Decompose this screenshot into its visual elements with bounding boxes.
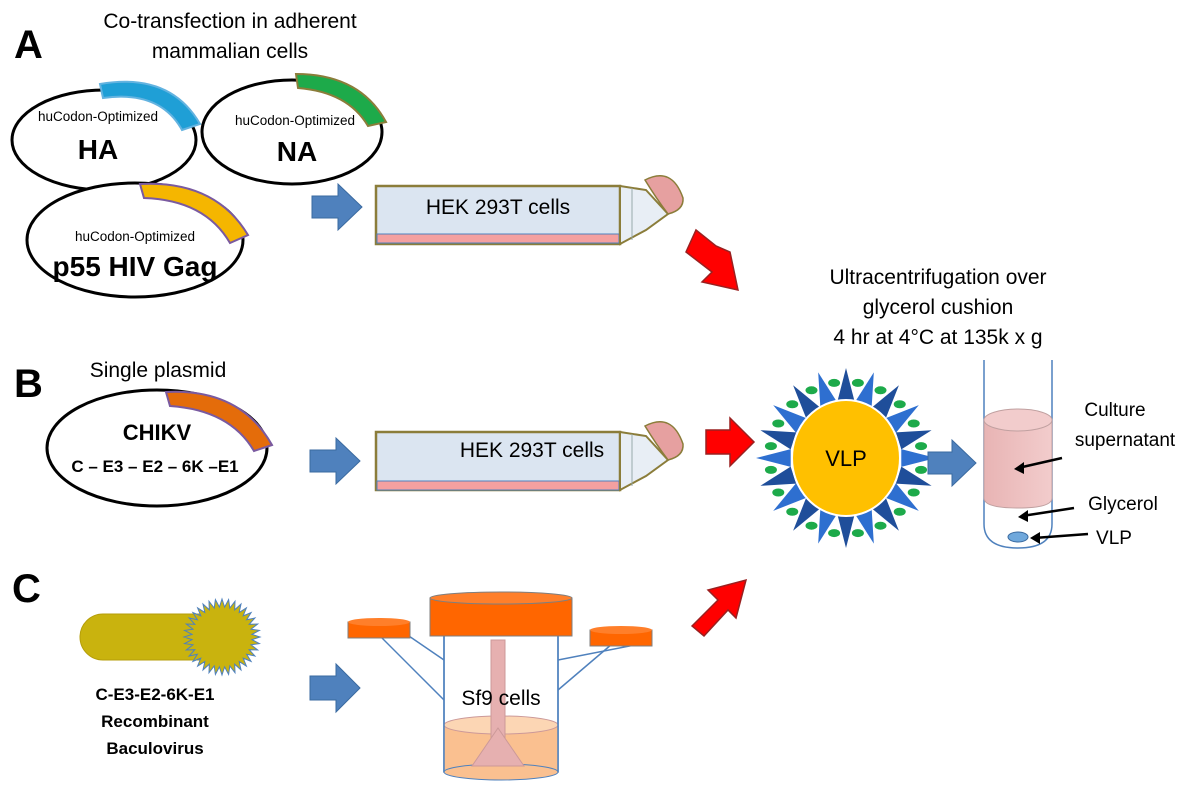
baculovirus-label-1: C-E3-E2-6K-E1	[95, 685, 214, 704]
vlp-knob	[851, 529, 864, 538]
vlp-spike	[760, 466, 797, 486]
red-arrow-b	[705, 416, 756, 468]
plasmid-chikv-gene-arc	[164, 390, 274, 453]
flask-b-label: HEK 293T cells	[460, 439, 604, 462]
vlp-spikes	[756, 368, 936, 548]
vlp-spike	[773, 405, 807, 433]
centrifuge-tube	[983, 360, 1053, 549]
plasmid-chikv: CHIKV C – E3 – E2 – 6K –E1	[45, 388, 274, 508]
vlp-knob	[805, 521, 818, 530]
arrow-vlp-to-tube	[927, 438, 977, 488]
panel-a-caption-line2: mammalian cells	[152, 40, 308, 63]
flask-b: HEK 293T cells	[374, 421, 684, 492]
vlp-knob	[874, 386, 887, 395]
tube-vlp-label: VLP	[1096, 528, 1132, 549]
vlp-knob	[772, 419, 785, 428]
vlp-knob	[764, 442, 777, 451]
plasmid-chikv-title: CHIKV	[123, 420, 192, 445]
vlp-knob	[915, 442, 928, 451]
ultracentrifugation-line3: 4 hr at 4°C at 135k x g	[833, 326, 1042, 349]
baculovirus-label-3: Baculovirus	[106, 739, 203, 758]
vlp-knob	[805, 386, 818, 395]
plasmid-ha-gene-arc	[98, 80, 202, 132]
panel-a-letter: A	[14, 23, 43, 67]
flask-a-label: HEK 293T cells	[426, 196, 570, 219]
flask-a: HEK 293T cells	[374, 175, 684, 246]
spinner-label: Sf9 cells	[461, 687, 540, 710]
vlp-knob	[907, 488, 920, 497]
panel-b-letter: B	[14, 362, 43, 406]
plasmid-na: huCodon-Optimized NA	[200, 72, 388, 186]
plasmid-chikv-genes: C – E3 – E2 – 6K –E1	[71, 457, 238, 476]
vlp-knob	[828, 378, 841, 387]
plasmid-ha: huCodon-Optimized HA	[10, 80, 202, 192]
panel-c: C C-E3-E2-6K-E1 Recombinant Baculovirus	[12, 567, 748, 781]
panel-a-caption-line1: Co-transfection in adherent	[103, 10, 356, 33]
vlp-spike	[895, 466, 932, 486]
plasmid-gag-sub: huCodon-Optimized	[75, 229, 195, 244]
plasmid-ha-sub: huCodon-Optimized	[38, 109, 158, 124]
vlp-spike	[895, 430, 932, 450]
vlp-knob	[893, 507, 906, 516]
vlp-knob	[915, 465, 928, 474]
vlp-spike	[773, 483, 807, 511]
tube-culture-line2: supernatant	[1075, 430, 1176, 451]
spinner-flask: Sf9 cells	[347, 591, 653, 781]
arrow-c-to-spinner	[309, 662, 361, 714]
vlp-knob	[828, 529, 841, 538]
tube-glycerol-label: Glycerol	[1088, 494, 1158, 515]
vlp-spike	[854, 372, 874, 409]
vlp-spike	[901, 449, 936, 467]
tube-culture-line1: Culture	[1084, 400, 1145, 421]
vlp-spike	[760, 430, 797, 450]
vlp-spike	[885, 483, 919, 511]
ultracentrifugation-line2: glycerol cushion	[863, 296, 1014, 319]
baculovirus-head	[182, 597, 262, 677]
vlp-knob	[786, 507, 799, 516]
ultracentrifugation-line1: Ultracentrifugation over	[829, 266, 1046, 289]
plasmid-gag: huCodon-Optimized p55 HIV Gag	[25, 181, 250, 299]
tube-annotations: Culture supernatant Glycerol VLP	[1014, 400, 1176, 549]
vlp-knob	[772, 488, 785, 497]
vlp-spike	[837, 513, 855, 548]
vlp-knob	[851, 378, 864, 387]
plasmid-gag-gene-arc	[138, 182, 250, 245]
vlp-spike	[756, 449, 791, 467]
red-arrow-c	[690, 578, 748, 638]
vlp-spike	[818, 507, 838, 544]
plasmid-na-sub: huCodon-Optimized	[235, 113, 355, 128]
vlp-spike	[837, 368, 855, 403]
red-arrow-a	[685, 228, 739, 291]
vlp-spike	[885, 405, 919, 433]
panel-a: A Co-transfection in adherent mammalian …	[10, 10, 739, 299]
baculovirus-spikes	[182, 597, 262, 677]
vlp-label: VLP	[825, 446, 867, 471]
panel-b-caption: Single plasmid	[90, 359, 227, 382]
plasmid-ha-name: HA	[78, 134, 118, 165]
arrow-b-to-flask	[309, 436, 361, 486]
panel-b: B Single plasmid CHIKV C – E3 – E2 – 6K …	[14, 359, 756, 508]
vlp-spike	[854, 507, 874, 544]
vlp-knob	[893, 400, 906, 409]
vlp-knob	[764, 465, 777, 474]
vlp-particle: VLP	[756, 368, 936, 548]
plasmid-na-name: NA	[277, 136, 317, 167]
plasmid-na-gene-arc	[294, 72, 388, 128]
baculovirus: C-E3-E2-6K-E1 Recombinant Baculovirus	[79, 597, 262, 758]
panel-c-letter: C	[12, 567, 41, 611]
vlp-knob	[786, 400, 799, 409]
vlp-knob	[874, 521, 887, 530]
plasmid-gag-name: p55 HIV Gag	[53, 251, 218, 282]
ultracentrifugation-caption: Ultracentrifugation over glycerol cushio…	[829, 266, 1046, 349]
baculovirus-label-2: Recombinant	[101, 712, 209, 731]
vlp-knob	[907, 419, 920, 428]
vlp-spike	[818, 372, 838, 409]
arrow-a-to-flask	[311, 182, 363, 232]
